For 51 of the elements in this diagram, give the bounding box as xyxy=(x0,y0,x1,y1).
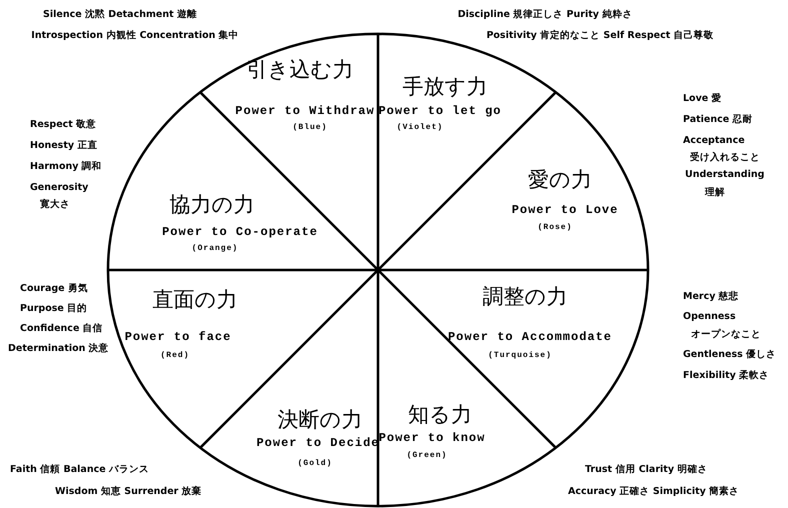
virtue-label: Flexibility 柔軟さ xyxy=(683,371,770,380)
color-note: (Orange) xyxy=(192,245,238,253)
virtue-label: Confidence 自信 xyxy=(20,324,103,334)
virtue-label: Love 愛 xyxy=(683,94,722,104)
virtue-label: Honesty 正直 xyxy=(30,141,98,150)
virtue-label: Mercy 慈悲 xyxy=(683,292,739,302)
virtue-label: Discipline 規律正しさ Purity 純粋さ xyxy=(458,10,632,20)
color-note: (Red) xyxy=(160,352,190,360)
color-note: (Rose) xyxy=(538,224,572,232)
power-caption: Power to face xyxy=(124,331,232,343)
virtue-label: 受け入れること xyxy=(690,153,760,162)
virtue-label: 寛大さ xyxy=(40,200,70,210)
virtue-label: Openness xyxy=(683,312,736,322)
power-caption: Power to know xyxy=(378,432,486,444)
virtue-label: Determination 決意 xyxy=(8,344,109,354)
power-name: 愛の力 xyxy=(528,170,592,190)
virtue-label: Trust 信用 Clarity 明確さ xyxy=(585,465,708,474)
virtue-label: Acceptance xyxy=(683,136,745,146)
virtue-label: Purpose 目的 xyxy=(20,304,88,314)
virtue-label: Harmony 調和 xyxy=(30,162,102,172)
virtue-label: Generosity xyxy=(30,183,88,192)
virtue-label: Wisdom 知恵 Surrender 放棄 xyxy=(55,487,202,496)
virtue-label: Gentleness 優しさ xyxy=(683,350,776,360)
color-note: (Blue) xyxy=(292,124,328,132)
virtue-label: Patience 忍耐 xyxy=(683,115,753,124)
color-note: (Gold) xyxy=(298,460,332,468)
power-caption: Power to Withdraw xyxy=(235,105,375,117)
power-name: 協力の力 xyxy=(170,194,254,216)
virtue-label: Silence 沈黙 Detachment 遊離 xyxy=(43,10,197,20)
color-note: (Green) xyxy=(406,452,448,460)
power-caption: Power to Decide xyxy=(256,437,380,449)
power-caption: Power to Co-operate xyxy=(162,226,318,238)
power-name: 知る力 xyxy=(408,404,472,426)
power-name: 調整の力 xyxy=(482,286,568,308)
virtue-label: Faith 信頼 Balance バランス xyxy=(10,465,149,474)
virtue-label: 理解 xyxy=(705,188,725,198)
power-name: 手放す力 xyxy=(402,76,488,98)
virtue-label: Introspection 内観性 Concentration 集中 xyxy=(31,31,239,40)
virtue-label: Understanding xyxy=(685,170,764,180)
color-note: (Violet) xyxy=(396,124,444,132)
power-caption: Power to let go xyxy=(378,105,502,117)
virtue-label: Positivity 肯定的なこと Self Respect 自己尊敬 xyxy=(486,31,714,40)
power-caption: Power to Accommodate xyxy=(448,331,612,343)
power-name: 直面の力 xyxy=(152,290,238,310)
virtue-label: Respect 敬意 xyxy=(30,120,96,130)
virtue-label: Courage 勇気 xyxy=(20,284,88,294)
power-name: 決断の力 xyxy=(278,410,362,430)
virtue-label: オープンなこと xyxy=(691,330,761,340)
color-note: (Turquoise) xyxy=(488,352,552,360)
power-caption: Power to Love xyxy=(512,204,618,216)
virtue-label: Accuracy 正確さ Simplicity 簡素さ xyxy=(568,487,740,496)
